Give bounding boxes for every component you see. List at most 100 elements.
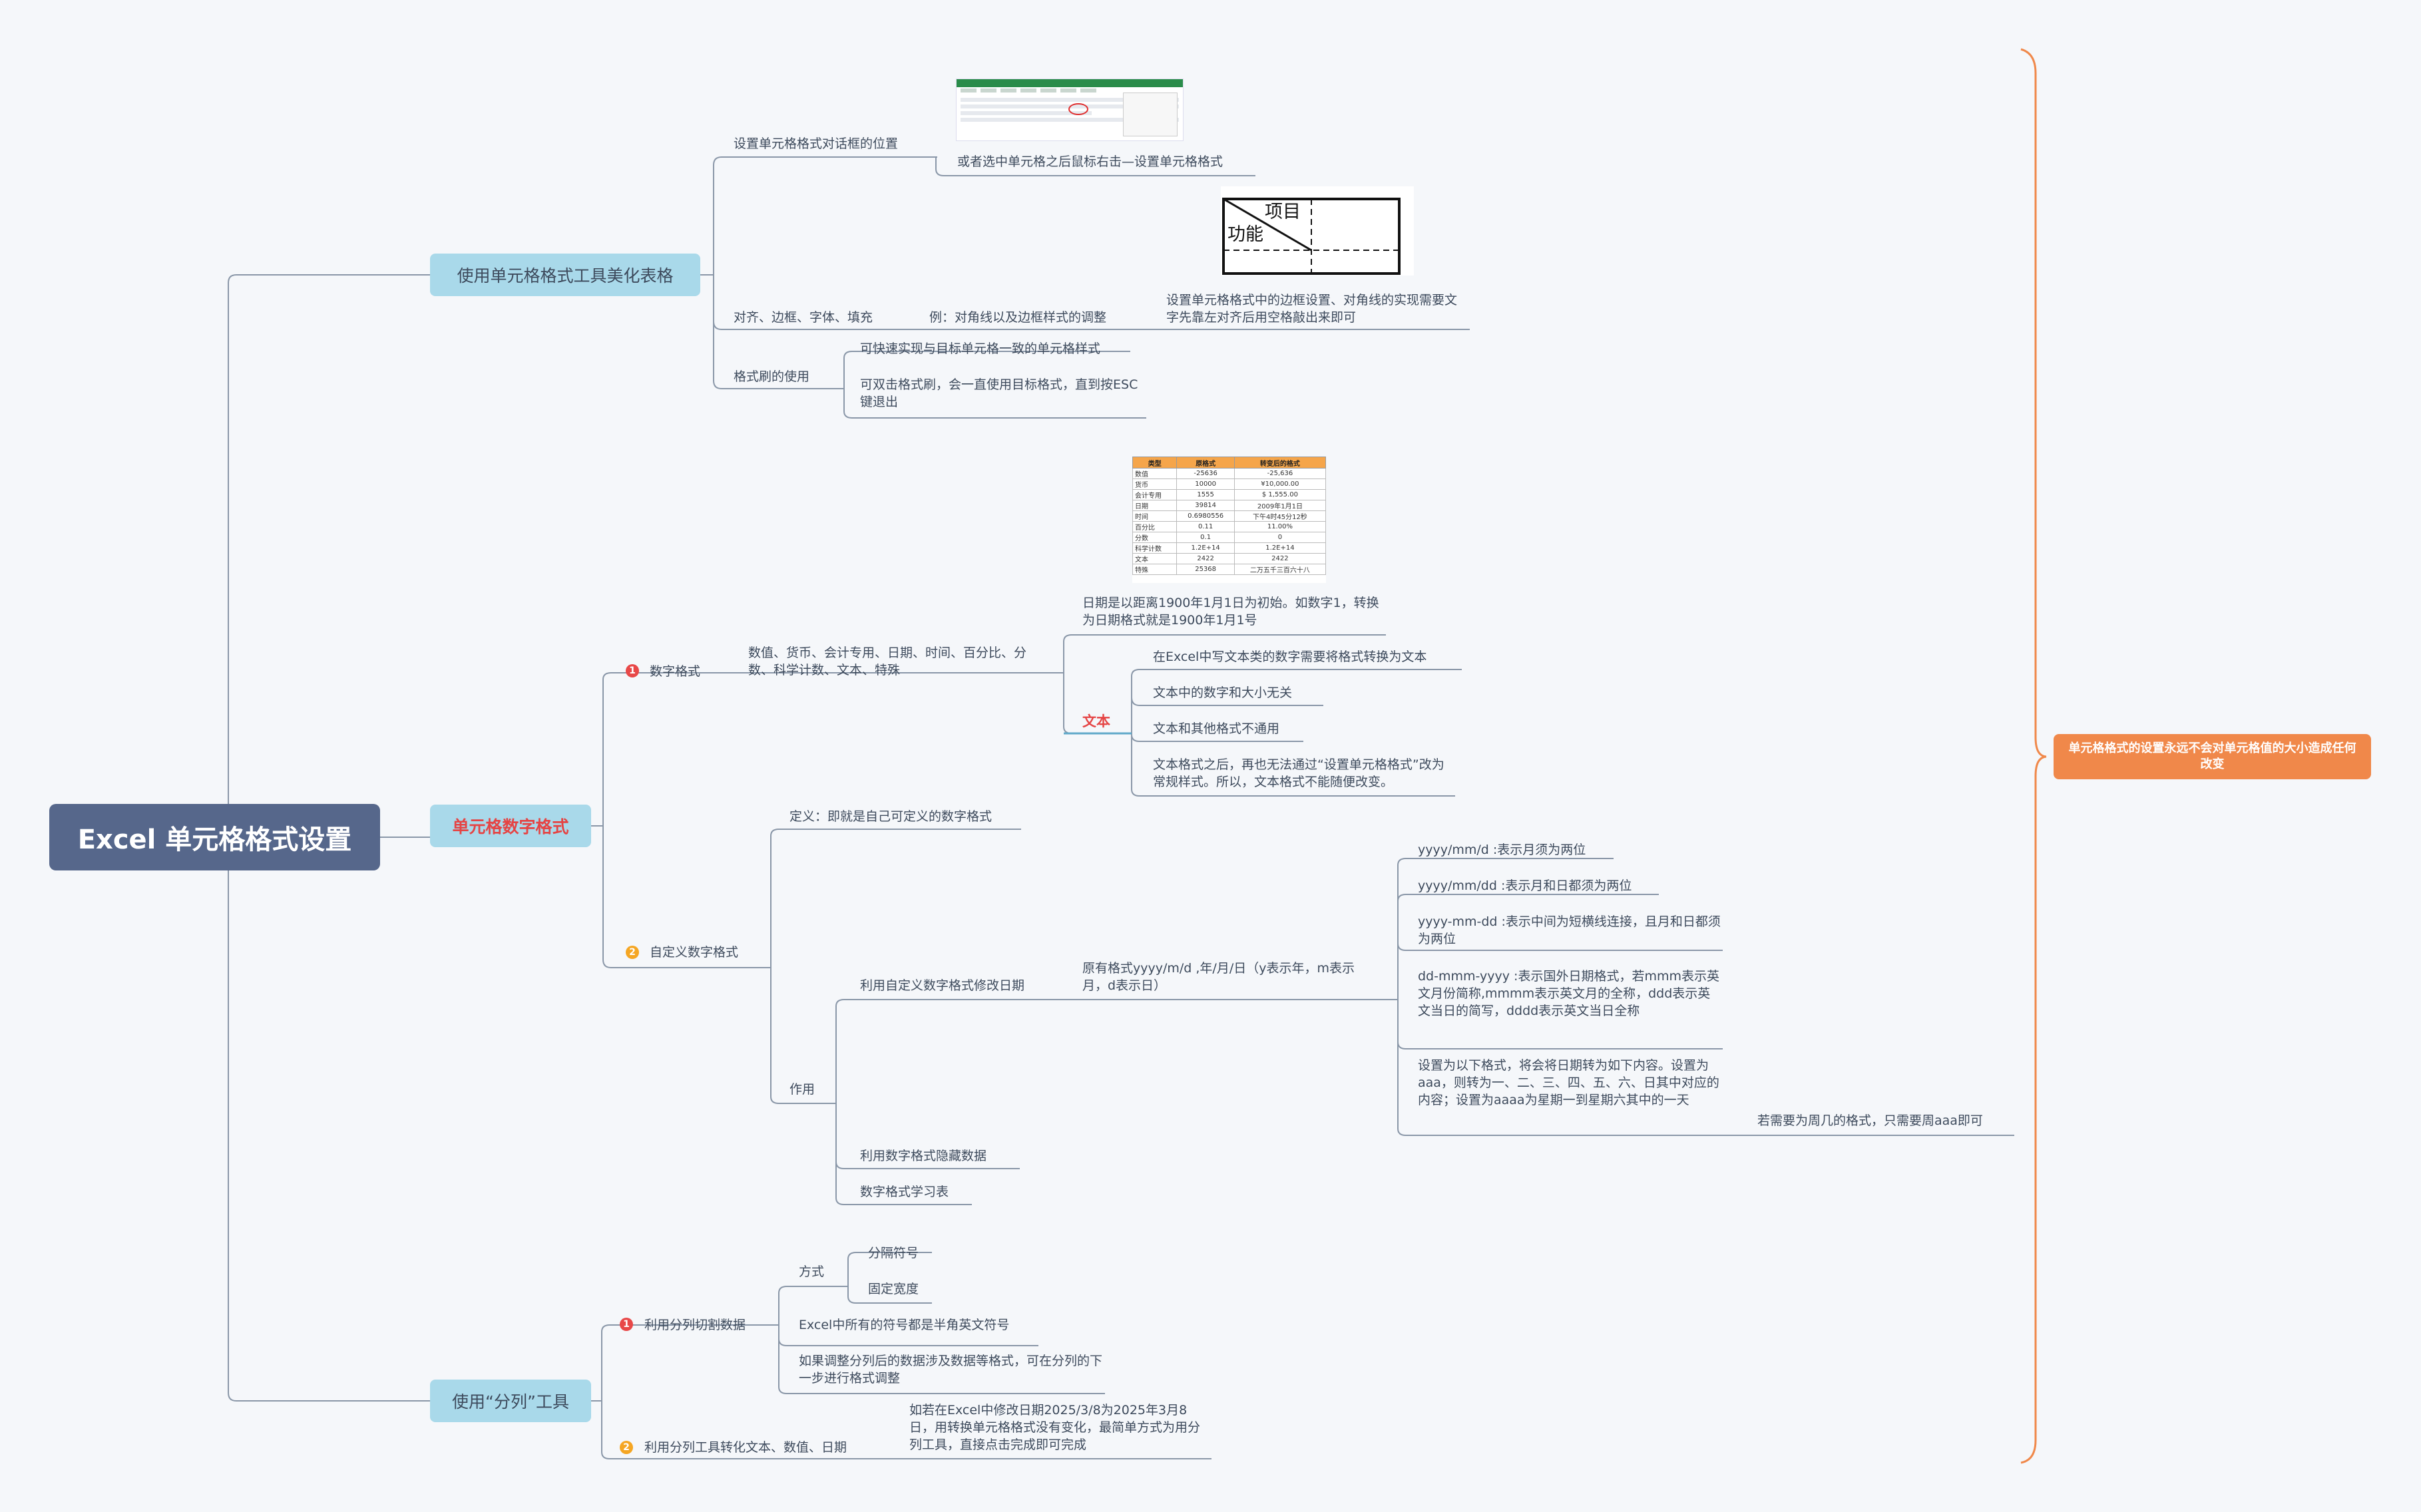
branch-text-to-columns-label: 使用“分列”工具 [452,1392,569,1412]
table-cell: 科学计数 [1132,542,1178,554]
table-cell: 特殊 [1132,564,1178,575]
usage-learning-table[interactable]: 数字格式学习表 [860,1185,949,1199]
branch-text-to-columns[interactable]: 使用“分列”工具 [430,1380,591,1422]
format-table-header: 原格式 [1176,457,1235,469]
convert-date-example[interactable]: 如若在Excel中修改日期2025/3/8为2025年3月8日，用转换单元格格式… [909,1403,1201,1452]
badge-2-icon: 2 [626,946,639,959]
original-date-format-note[interactable]: 原有格式yyyy/m/d ,年/月/日（y表示年，m表示月，d表示日） [1082,961,1355,993]
usage-hide-data[interactable]: 利用数字格式隐藏数据 [860,1149,987,1163]
table-cell: 0.1 [1176,532,1235,543]
format-painter-note-2[interactable]: 可双击格式刷，会一直使用目标格式，直到按ESC键退出 [860,377,1138,409]
custom-definition[interactable]: 定义：即就是自己可定义的数字格式 [789,809,992,824]
table-cell: 25368 [1176,564,1235,575]
table-cell: 1555 [1176,489,1235,500]
table-cell: 10000 [1176,478,1235,490]
date-format-2[interactable]: yyyy/mm/dd :表示月和日都须为两位 [1418,878,1632,893]
custom-format-topic[interactable]: 自定义数字格式 [650,945,739,960]
table-cell: 数值 [1132,468,1178,479]
table-cell: -25636 [1176,468,1235,479]
table-cell: 百分比 [1132,521,1178,532]
format-table-header: 类型 [1132,457,1178,469]
split-method-topic[interactable]: 方式 [799,1264,825,1279]
table-cell: 会计专用 [1132,489,1178,500]
text-note-1[interactable]: 在Excel中写文本类的数字需要将格式转换为文本 [1153,650,1427,664]
date-format-5[interactable]: 设置为以下格式，将会将日期转为如下内容。设置为aaa，则转为一、二、三、四、五、… [1418,1058,1719,1107]
table-cell: 2422 [1233,553,1327,564]
badge-1-icon: 1 [620,1318,633,1331]
halfwidth-symbol-note[interactable]: Excel中所有的符号都是半角英文符号 [799,1318,1010,1332]
diag-func-label: 功能 [1227,224,1263,245]
table-cell: 0 [1233,532,1327,543]
diagonal-example-topic[interactable]: 例：对角线以及边框样式的调整 [929,310,1107,325]
root-topic[interactable]: Excel 单元格格式设置 [49,804,380,870]
right-click-note[interactable]: 或者选中单元格之后鼠标右击—设置单元格格式 [957,154,1223,169]
table-cell: 1.2E+14 [1233,542,1327,554]
split-by-delimiter[interactable]: 分隔符号 [868,1246,919,1260]
summary-callout-label: 单元格格式的设置永远不会对单元格值的大小造成任何改变 [2068,741,2356,771]
text-note-3[interactable]: 文本和其他格式不通用 [1153,721,1280,736]
format-painter-note-1[interactable]: 可快速实现与目标单元格一致的单元格样式 [860,341,1101,356]
diagonal-howto-note[interactable]: 设置单元格格式中的边框设置、对角线的实现需要文字先靠左对齐后用空格敲出来即可 [1166,293,1458,325]
align-border-font-fill-topic[interactable]: 对齐、边框、字体、填充 [734,310,873,325]
branch-beautify-table-label: 使用单元格格式工具美化表格 [457,266,674,285]
convert-types-topic[interactable]: 利用分列工具转化文本、数值、日期 [644,1440,847,1455]
table-cell: 货币 [1132,478,1178,490]
text-format-topic[interactable]: 文本 [1082,713,1110,729]
date-format-1[interactable]: yyyy/mm/d :表示月须为两位 [1418,843,1586,857]
table-cell: 0.6980556 [1176,510,1235,522]
table-cell: 0.11 [1176,521,1235,532]
table-cell: 时间 [1132,510,1178,522]
dialog-position-topic[interactable]: 设置单元格格式对话框的位置 [734,136,899,151]
table-cell: 2422 [1176,553,1235,564]
branch-number-format[interactable]: 单元格数字格式 [430,805,591,847]
date-origin-note[interactable]: 日期是以距离1900年1月1日为初始。如数字1，转换为日期格式就是1900年1月… [1082,596,1379,628]
table-cell: 11.00% [1233,521,1327,532]
text-note-4[interactable]: 文本格式之后，再也无法通过“设置单元格格式”改为常规样式。所以，文本格式不能随便… [1153,757,1444,789]
summary-brace [2020,48,2047,1464]
branch-beautify-table[interactable]: 使用单元格格式工具美化表格 [430,254,700,296]
table-cell: 2009年1月1日 [1233,500,1327,511]
table-cell: 1.2E+14 [1176,542,1235,554]
summary-callout[interactable]: 单元格格式的设置永远不会对单元格值的大小造成任何改变 [2054,734,2371,779]
date-format-4[interactable]: dd-mmm-yyyy :表示国外日期格式，若mmm表示英文月份简称,mmmm表… [1418,969,1719,1018]
excel-screenshot-image [956,79,1184,141]
split-by-fixed-width[interactable]: 固定宽度 [868,1282,919,1296]
text-note-2[interactable]: 文本中的数字和大小无关 [1153,685,1293,700]
badge-1-icon: 1 [626,664,639,677]
format-table-header: 转变后的格式 [1233,457,1327,469]
badge-2-icon: 2 [620,1441,633,1454]
format-painter-topic[interactable]: 格式刷的使用 [734,369,810,384]
split-format-adjust-note[interactable]: 如果调整分列后的数据涉及数据等格式，可在分列的下一步进行格式调整 [799,1354,1103,1386]
table-cell: -25,636 [1233,468,1327,479]
diagonal-border-image: 项目 功能 [1221,186,1414,276]
branch-number-format-label: 单元格数字格式 [452,817,569,837]
table-cell: 文本 [1132,553,1178,564]
number-format-topic[interactable]: 数字格式 [650,664,701,679]
table-cell: ¥10,000.00 [1233,478,1327,490]
table-cell: 日期 [1132,500,1178,511]
table-cell: 二万五千三百六十八 [1233,564,1327,575]
root-topic-label: Excel 单元格格式设置 [77,825,352,855]
weekday-note[interactable]: 若需要为周几的格式，只需要周aaa即可 [1757,1113,1983,1128]
diag-item-label: 项目 [1265,202,1301,222]
number-format-types[interactable]: 数值、货币、会计专用、日期、时间、百分比、分数、科学计数、文本、特殊 [748,646,1027,677]
table-cell: 分数 [1132,532,1178,543]
table-cell: 39814 [1176,500,1235,511]
split-data-topic[interactable]: 利用分列切割数据 [644,1318,746,1332]
table-row: 数值-25636-25,636 [1132,468,1327,479]
custom-usage-topic[interactable]: 作用 [789,1082,815,1097]
usage-modify-date[interactable]: 利用自定义数字格式修改日期 [860,978,1025,993]
date-format-3[interactable]: yyyy-mm-dd :表示中间为短横线连接，且月和日都须为两位 [1418,914,1721,946]
